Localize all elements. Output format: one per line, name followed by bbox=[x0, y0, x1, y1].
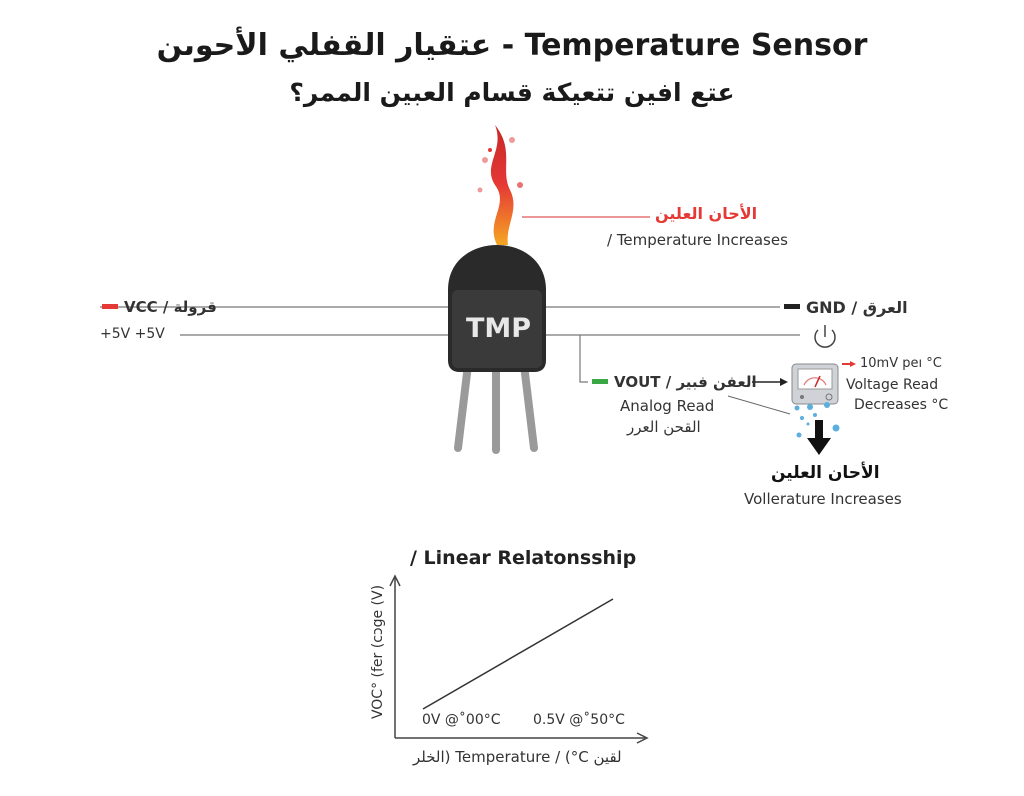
cool-label-ar: الأحان العلين bbox=[771, 463, 880, 483]
meter-read2: Decreases °C bbox=[854, 397, 949, 413]
vcc-label: VCC / قرولة bbox=[124, 298, 217, 316]
sensor-label: TMP bbox=[466, 313, 532, 344]
chart-annotation-end: 0.5V @˚50°C bbox=[533, 712, 625, 728]
vcc-voltage: +5V +5V bbox=[100, 326, 165, 342]
cool-label-en: Vollerature Increases bbox=[744, 490, 902, 508]
sensor-legs bbox=[454, 361, 538, 454]
down-arrow-icon bbox=[807, 420, 831, 455]
chart-title: / Linear Relatonsship bbox=[410, 547, 637, 569]
flame-icon bbox=[477, 125, 523, 245]
cooling-drops-icon bbox=[794, 402, 840, 438]
meter-rate: 10mV peı °C bbox=[860, 356, 942, 371]
page-subtitle: عتع افين تتعيكة قسام العبين الممر؟ bbox=[289, 78, 735, 107]
chart-xlabel: الخلر) Temperature / (°C لقين bbox=[413, 748, 622, 766]
heat-label-ar: الأحان العلين bbox=[655, 204, 758, 223]
voltmeter-icon bbox=[791, 363, 839, 405]
chart-series-line bbox=[422, 598, 614, 710]
vout-label: VOUT / العفن فبير bbox=[614, 373, 757, 391]
gnd-label: GND / العرق bbox=[806, 298, 908, 317]
analog-read-label: Analog Read bbox=[620, 397, 715, 415]
power-icon bbox=[814, 325, 836, 348]
page-title: عتقيار القفلي الأحوىن - Temperature Sens… bbox=[156, 28, 868, 63]
heat-label-en: / Temperature Increases bbox=[607, 231, 788, 249]
analog-read-ar: القحن العرر bbox=[627, 418, 701, 436]
tmp-sensor-body bbox=[448, 245, 546, 372]
meter-read1: Voltage Read bbox=[846, 377, 939, 393]
chart-ylabel: VOC° (fer (cɔge (V) bbox=[370, 584, 387, 720]
chart-axes bbox=[389, 574, 649, 744]
chart-annotation-start: 0V @˚00°C bbox=[422, 712, 501, 728]
